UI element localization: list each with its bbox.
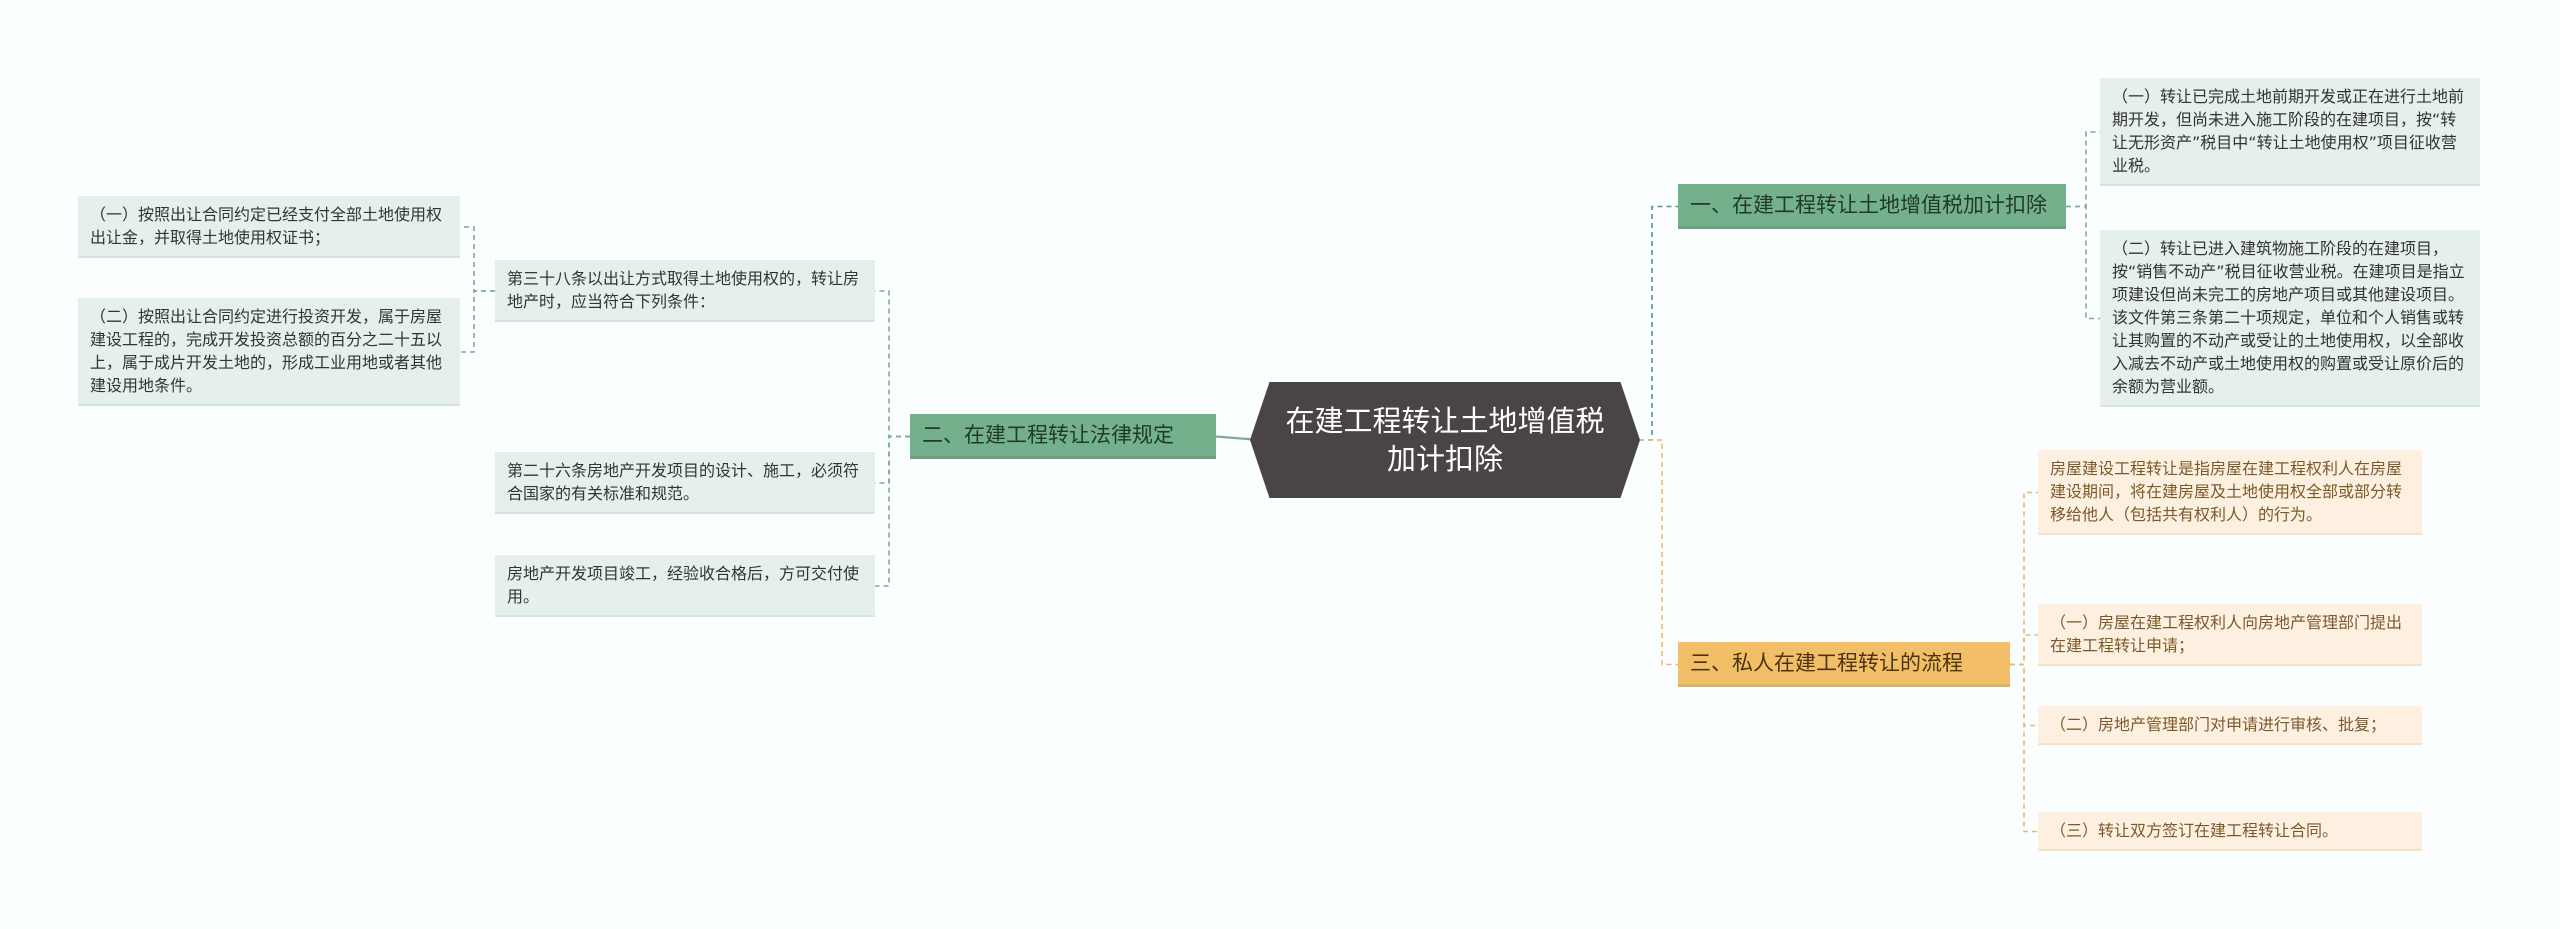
leaf-node-transfer-property[interactable]: （二）转让已进入建筑物施工阶段的在建项目，按“销售不动产”税目征收营业税。在建项… <box>2100 230 2480 407</box>
connector-b3-l1 <box>2010 491 2038 666</box>
leaf-node-transfer-intangible[interactable]: （一）转让已完成土地前期开发或正在进行土地前期开发，但尚未进入施工阶段的在建项目… <box>2100 78 2480 186</box>
leaf-text: （二）转让已进入建筑物施工阶段的在建项目，按“销售不动产”税目征收营业税。在建项… <box>2112 239 2465 396</box>
connector-b2-l2 <box>875 435 910 484</box>
connector-b3-l2 <box>2010 634 2038 666</box>
leaf-node-article-26[interactable]: 第二十六条房地产开发项目的设计、施工，必须符合国家的有关标准和规范。 <box>495 452 875 514</box>
leaf-text: （二）房地产管理部门对申请进行审核、批复； <box>2050 715 2387 734</box>
leaf-node-completion-acceptance[interactable]: 房地产开发项目竣工，经验收合格后，方可交付使用。 <box>495 555 875 617</box>
connector-a38-s1 <box>460 226 495 292</box>
branch-node-tax-deduction[interactable]: 一、在建工程转让土地增值税加计扣除 <box>1678 184 2066 229</box>
connector-b2-l1 <box>875 290 910 438</box>
branch-node-private-transfer-process[interactable]: 三、私人在建工程转让的流程 <box>1678 642 2010 687</box>
branch-label: 一、在建工程转让土地增值税加计扣除 <box>1690 193 2047 217</box>
connector-b3-l4 <box>2010 663 2038 833</box>
connector-a38-s2 <box>460 290 495 353</box>
leaf-text: （一）房屋在建工程权利人向房地产管理部门提出在建工程转让申请； <box>2050 613 2403 655</box>
leaf-node-definition[interactable]: 房屋建设工程转让是指房屋在建工程权利人在房屋建设期间，将在建房屋及土地使用权全部… <box>2038 450 2422 535</box>
leaf-text: （一）按照出让合同约定已经支付全部土地使用权出让金，并取得土地使用权证书； <box>90 205 443 247</box>
connector-b1-l1 <box>2066 131 2100 208</box>
connector-root-b1 <box>1630 205 1678 441</box>
leaf-text: （三）转让双方签订在建工程转让合同。 <box>2050 821 2339 840</box>
leaf-text: 房地产开发项目竣工，经验收合格后，方可交付使用。 <box>507 564 860 606</box>
subleaf-node-land-fee-paid[interactable]: （一）按照出让合同约定已经支付全部土地使用权出让金，并取得土地使用权证书； <box>78 196 460 258</box>
leaf-text: 第二十六条房地产开发项目的设计、施工，必须符合国家的有关标准和规范。 <box>507 461 860 503</box>
leaf-text: （一）转让已完成土地前期开发或正在进行土地前期开发，但尚未进入施工阶段的在建项目… <box>2112 87 2465 175</box>
leaf-text: 房屋建设工程转让是指房屋在建工程权利人在房屋建设期间，将在建房屋及土地使用权全部… <box>2050 459 2403 524</box>
subleaf-node-investment-25-percent[interactable]: （二）按照出让合同约定进行投资开发，属于房屋建设工程的，完成开发投资总额的百分之… <box>78 298 460 406</box>
leaf-text: 第三十八条以出让方式取得土地使用权的，转让房地产时，应当符合下列条件： <box>507 269 860 311</box>
branch-node-legal-rules[interactable]: 二、在建工程转让法律规定 <box>910 414 1216 459</box>
leaf-node-article-38[interactable]: 第三十八条以出让方式取得土地使用权的，转让房地产时，应当符合下列条件： <box>495 260 875 322</box>
connector-b3-l3 <box>2010 663 2038 727</box>
leaf-node-step-apply[interactable]: （一）房屋在建工程权利人向房地产管理部门提出在建工程转让申请； <box>2038 604 2422 666</box>
root-node[interactable]: 在建工程转让土地增值税加计扣除 <box>1250 382 1640 498</box>
connector-b2-l3 <box>875 435 910 587</box>
connector-b1-l2 <box>2066 205 2100 320</box>
connector-root-b3 <box>1630 439 1678 666</box>
leaf-text: （二）按照出让合同约定进行投资开发，属于房屋建设工程的，完成开发投资总额的百分之… <box>90 307 443 395</box>
branch-label: 二、在建工程转让法律规定 <box>922 423 1174 447</box>
leaf-node-step-contract[interactable]: （三）转让双方签订在建工程转让合同。 <box>2038 812 2422 851</box>
branch-label: 三、私人在建工程转让的流程 <box>1690 651 1963 675</box>
leaf-node-step-review[interactable]: （二）房地产管理部门对申请进行审核、批复； <box>2038 706 2422 745</box>
root-node-label: 在建工程转让土地增值税加计扣除 <box>1285 404 1605 476</box>
